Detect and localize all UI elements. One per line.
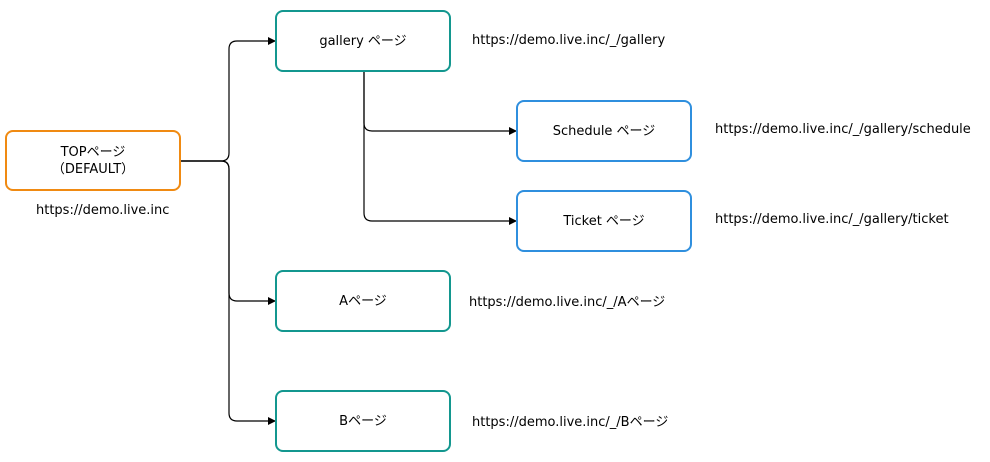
url-b: https://demo.live.inc/_/Bページ [472,415,669,430]
edge-gallery-to-ticket [363,72,517,225]
node-ticket-page[interactable]: Ticket ページ [516,190,692,252]
edge-top-to-a [181,160,276,305]
node-gallery-page[interactable]: gallery ページ [275,10,451,72]
edge-gallery-to-schedule [363,72,517,135]
node-top-line1: TOPページ [60,144,126,160]
url-top: https://demo.live.inc [36,203,170,218]
url-ticket: https://demo.live.inc/_/gallery/ticket [715,212,949,227]
node-top-line2: （DEFAULT） [51,161,135,177]
edge-top-to-b [181,160,276,425]
edge-top-to-gallery [181,37,276,162]
url-schedule: https://demo.live.inc/_/gallery/schedule [715,122,971,137]
url-gallery: https://demo.live.inc/_/gallery [472,33,666,48]
node-top-page[interactable]: TOPページ （DEFAULT） [5,130,181,191]
url-a: https://demo.live.inc/_/Aページ [469,295,666,310]
node-b-label: Bページ [339,413,387,429]
node-ticket-label: Ticket ページ [563,213,645,229]
node-a-label: Aページ [339,293,387,309]
node-a-page[interactable]: Aページ [275,270,451,332]
node-schedule-page[interactable]: Schedule ページ [516,100,692,162]
node-gallery-label: gallery ページ [319,33,407,49]
node-b-page[interactable]: Bページ [275,390,451,452]
node-top-label: TOPページ （DEFAULT） [52,144,134,178]
node-schedule-label: Schedule ページ [552,123,656,139]
